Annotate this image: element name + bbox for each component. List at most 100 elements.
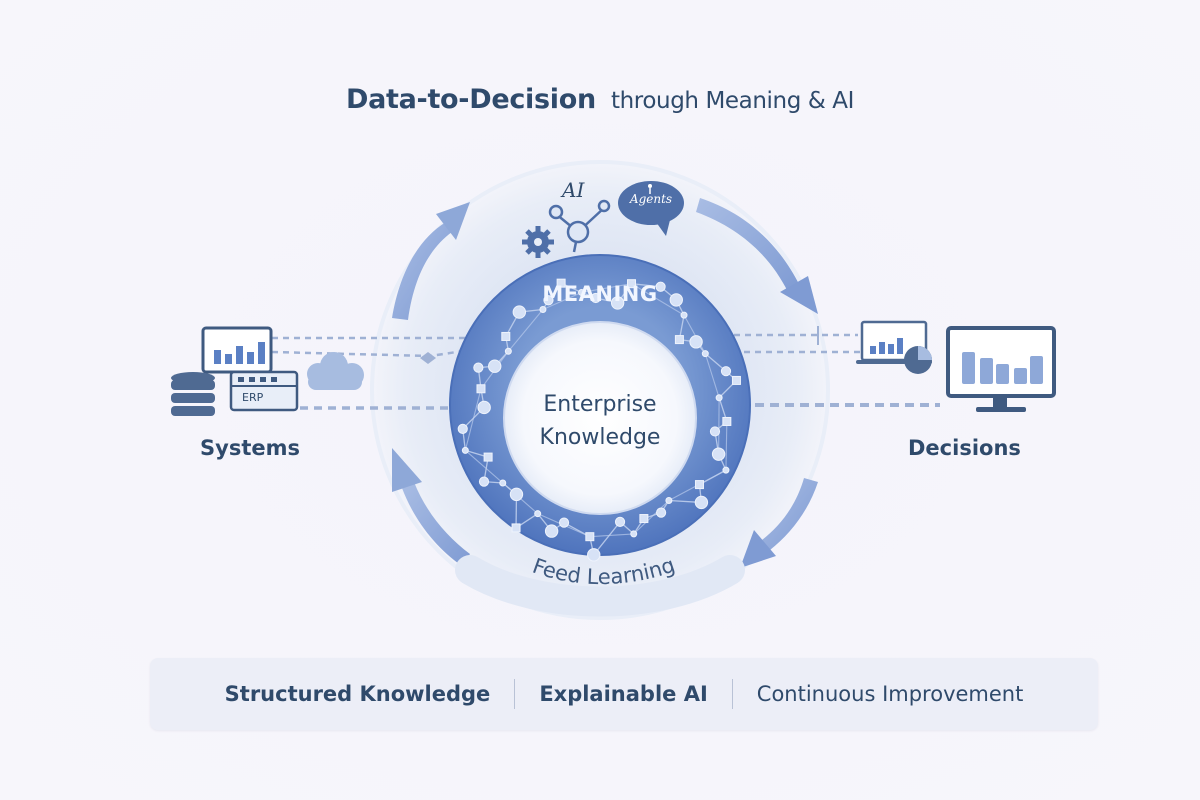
network-node bbox=[722, 466, 730, 474]
erp-server-icon bbox=[229, 370, 299, 412]
page-title: Data-to-Decision through Meaning & AI bbox=[0, 84, 1200, 115]
network-node bbox=[488, 359, 502, 373]
network-node bbox=[711, 447, 726, 461]
arrow-top-left bbox=[392, 222, 452, 320]
network-edge bbox=[683, 314, 706, 354]
network-edge bbox=[589, 533, 634, 538]
network-node bbox=[558, 517, 570, 528]
network-node bbox=[590, 292, 601, 304]
arrow-bottom-left bbox=[402, 482, 470, 566]
network-node bbox=[585, 532, 595, 542]
core-label-line1: Enterprise bbox=[543, 392, 657, 417]
enterprise-knowledge-core bbox=[504, 322, 696, 514]
bar-glyph bbox=[214, 350, 221, 364]
connector-diamond bbox=[420, 352, 436, 364]
dashboard-bars bbox=[870, 338, 903, 354]
left-monitor-bars bbox=[214, 342, 265, 364]
network-node bbox=[722, 416, 732, 426]
knowledge-network bbox=[457, 278, 741, 562]
bottom-summary-bar: Structured Knowledge Explainable AI Cont… bbox=[150, 658, 1098, 730]
bar-glyph bbox=[236, 346, 243, 364]
network-edge bbox=[593, 521, 621, 556]
arrow-top-right bbox=[696, 198, 800, 292]
cycle-arrows bbox=[392, 198, 818, 568]
bar-glyph bbox=[962, 352, 975, 384]
arrow-top-right-head bbox=[780, 276, 818, 314]
network-node bbox=[674, 335, 684, 345]
network-edge bbox=[581, 283, 632, 294]
ai-label: AI bbox=[562, 178, 585, 202]
network-edge bbox=[464, 388, 482, 451]
network-node bbox=[543, 295, 554, 306]
network-edge bbox=[725, 421, 728, 471]
neural-node-icon bbox=[548, 199, 611, 253]
network-edge bbox=[631, 283, 685, 316]
network-node bbox=[680, 311, 688, 319]
enterprise-knowledge-label: Enterprise Knowledge bbox=[500, 388, 700, 454]
network-node bbox=[701, 350, 709, 358]
title-sub: through Meaning & AI bbox=[611, 88, 854, 114]
network-node bbox=[499, 479, 507, 487]
bar-glyph bbox=[996, 364, 1009, 384]
network-node bbox=[461, 446, 469, 454]
outer-halo-rim bbox=[370, 160, 830, 620]
bar-glyph bbox=[225, 354, 232, 364]
network-node bbox=[614, 516, 626, 527]
agents-chat-bubble-icon bbox=[618, 181, 684, 236]
network-edge bbox=[507, 309, 544, 352]
decisions-icons bbox=[856, 320, 1056, 412]
network-node bbox=[578, 288, 586, 296]
network-node bbox=[476, 384, 486, 394]
network-node bbox=[478, 476, 490, 487]
network-node bbox=[639, 514, 649, 524]
bar-divider bbox=[514, 679, 516, 709]
network-node bbox=[556, 278, 566, 288]
network-node bbox=[655, 281, 666, 292]
network-node bbox=[731, 375, 741, 385]
erp-label: ERP bbox=[242, 391, 264, 404]
bar-glyph bbox=[879, 342, 885, 354]
network-node bbox=[473, 362, 484, 373]
bar-glyph bbox=[897, 338, 903, 354]
core-label-line2: Knowledge bbox=[539, 425, 661, 450]
arrow-top-left-head bbox=[436, 202, 470, 240]
network-node bbox=[457, 423, 468, 434]
network-edge bbox=[464, 449, 504, 484]
meaning-label: MEANING bbox=[542, 282, 658, 306]
arrow-bottom-left-head bbox=[392, 448, 422, 492]
network-edge bbox=[542, 291, 582, 311]
arrow-bottom-right-head bbox=[740, 530, 776, 568]
pie-chart-icon bbox=[904, 346, 932, 374]
systems-icons bbox=[171, 326, 364, 416]
gear-icon bbox=[522, 226, 554, 258]
network-node bbox=[477, 400, 491, 415]
monitor-bars bbox=[962, 352, 1043, 384]
network-node bbox=[630, 530, 638, 538]
network-node bbox=[627, 279, 637, 289]
network-edge bbox=[704, 353, 720, 398]
monitor-chart-icon bbox=[201, 326, 273, 374]
bar-glyph bbox=[247, 352, 254, 364]
bar-glyph bbox=[888, 344, 894, 354]
network-node bbox=[587, 548, 601, 562]
enterprise-knowledge-core-edge bbox=[503, 321, 697, 515]
network-node bbox=[656, 507, 667, 518]
network-node bbox=[544, 524, 559, 538]
network-edge bbox=[718, 397, 720, 455]
bar-glyph bbox=[1030, 356, 1043, 384]
bar-glyph bbox=[1014, 368, 1027, 384]
network-node bbox=[512, 305, 527, 319]
bar-item-continuous-improvement: Continuous Improvement bbox=[756, 682, 1024, 706]
network-edge bbox=[633, 500, 670, 535]
agents-label: Agents bbox=[629, 192, 673, 206]
monitor-icon bbox=[946, 326, 1056, 412]
network-node bbox=[534, 510, 542, 518]
network-node bbox=[694, 480, 704, 490]
feed-learning-band bbox=[455, 555, 745, 617]
bar-glyph bbox=[980, 358, 993, 384]
network-node bbox=[483, 452, 493, 462]
arrow-bottom-right bbox=[762, 478, 818, 550]
bar-item-structured-knowledge: Structured Knowledge bbox=[224, 682, 491, 706]
network-node bbox=[504, 347, 512, 355]
